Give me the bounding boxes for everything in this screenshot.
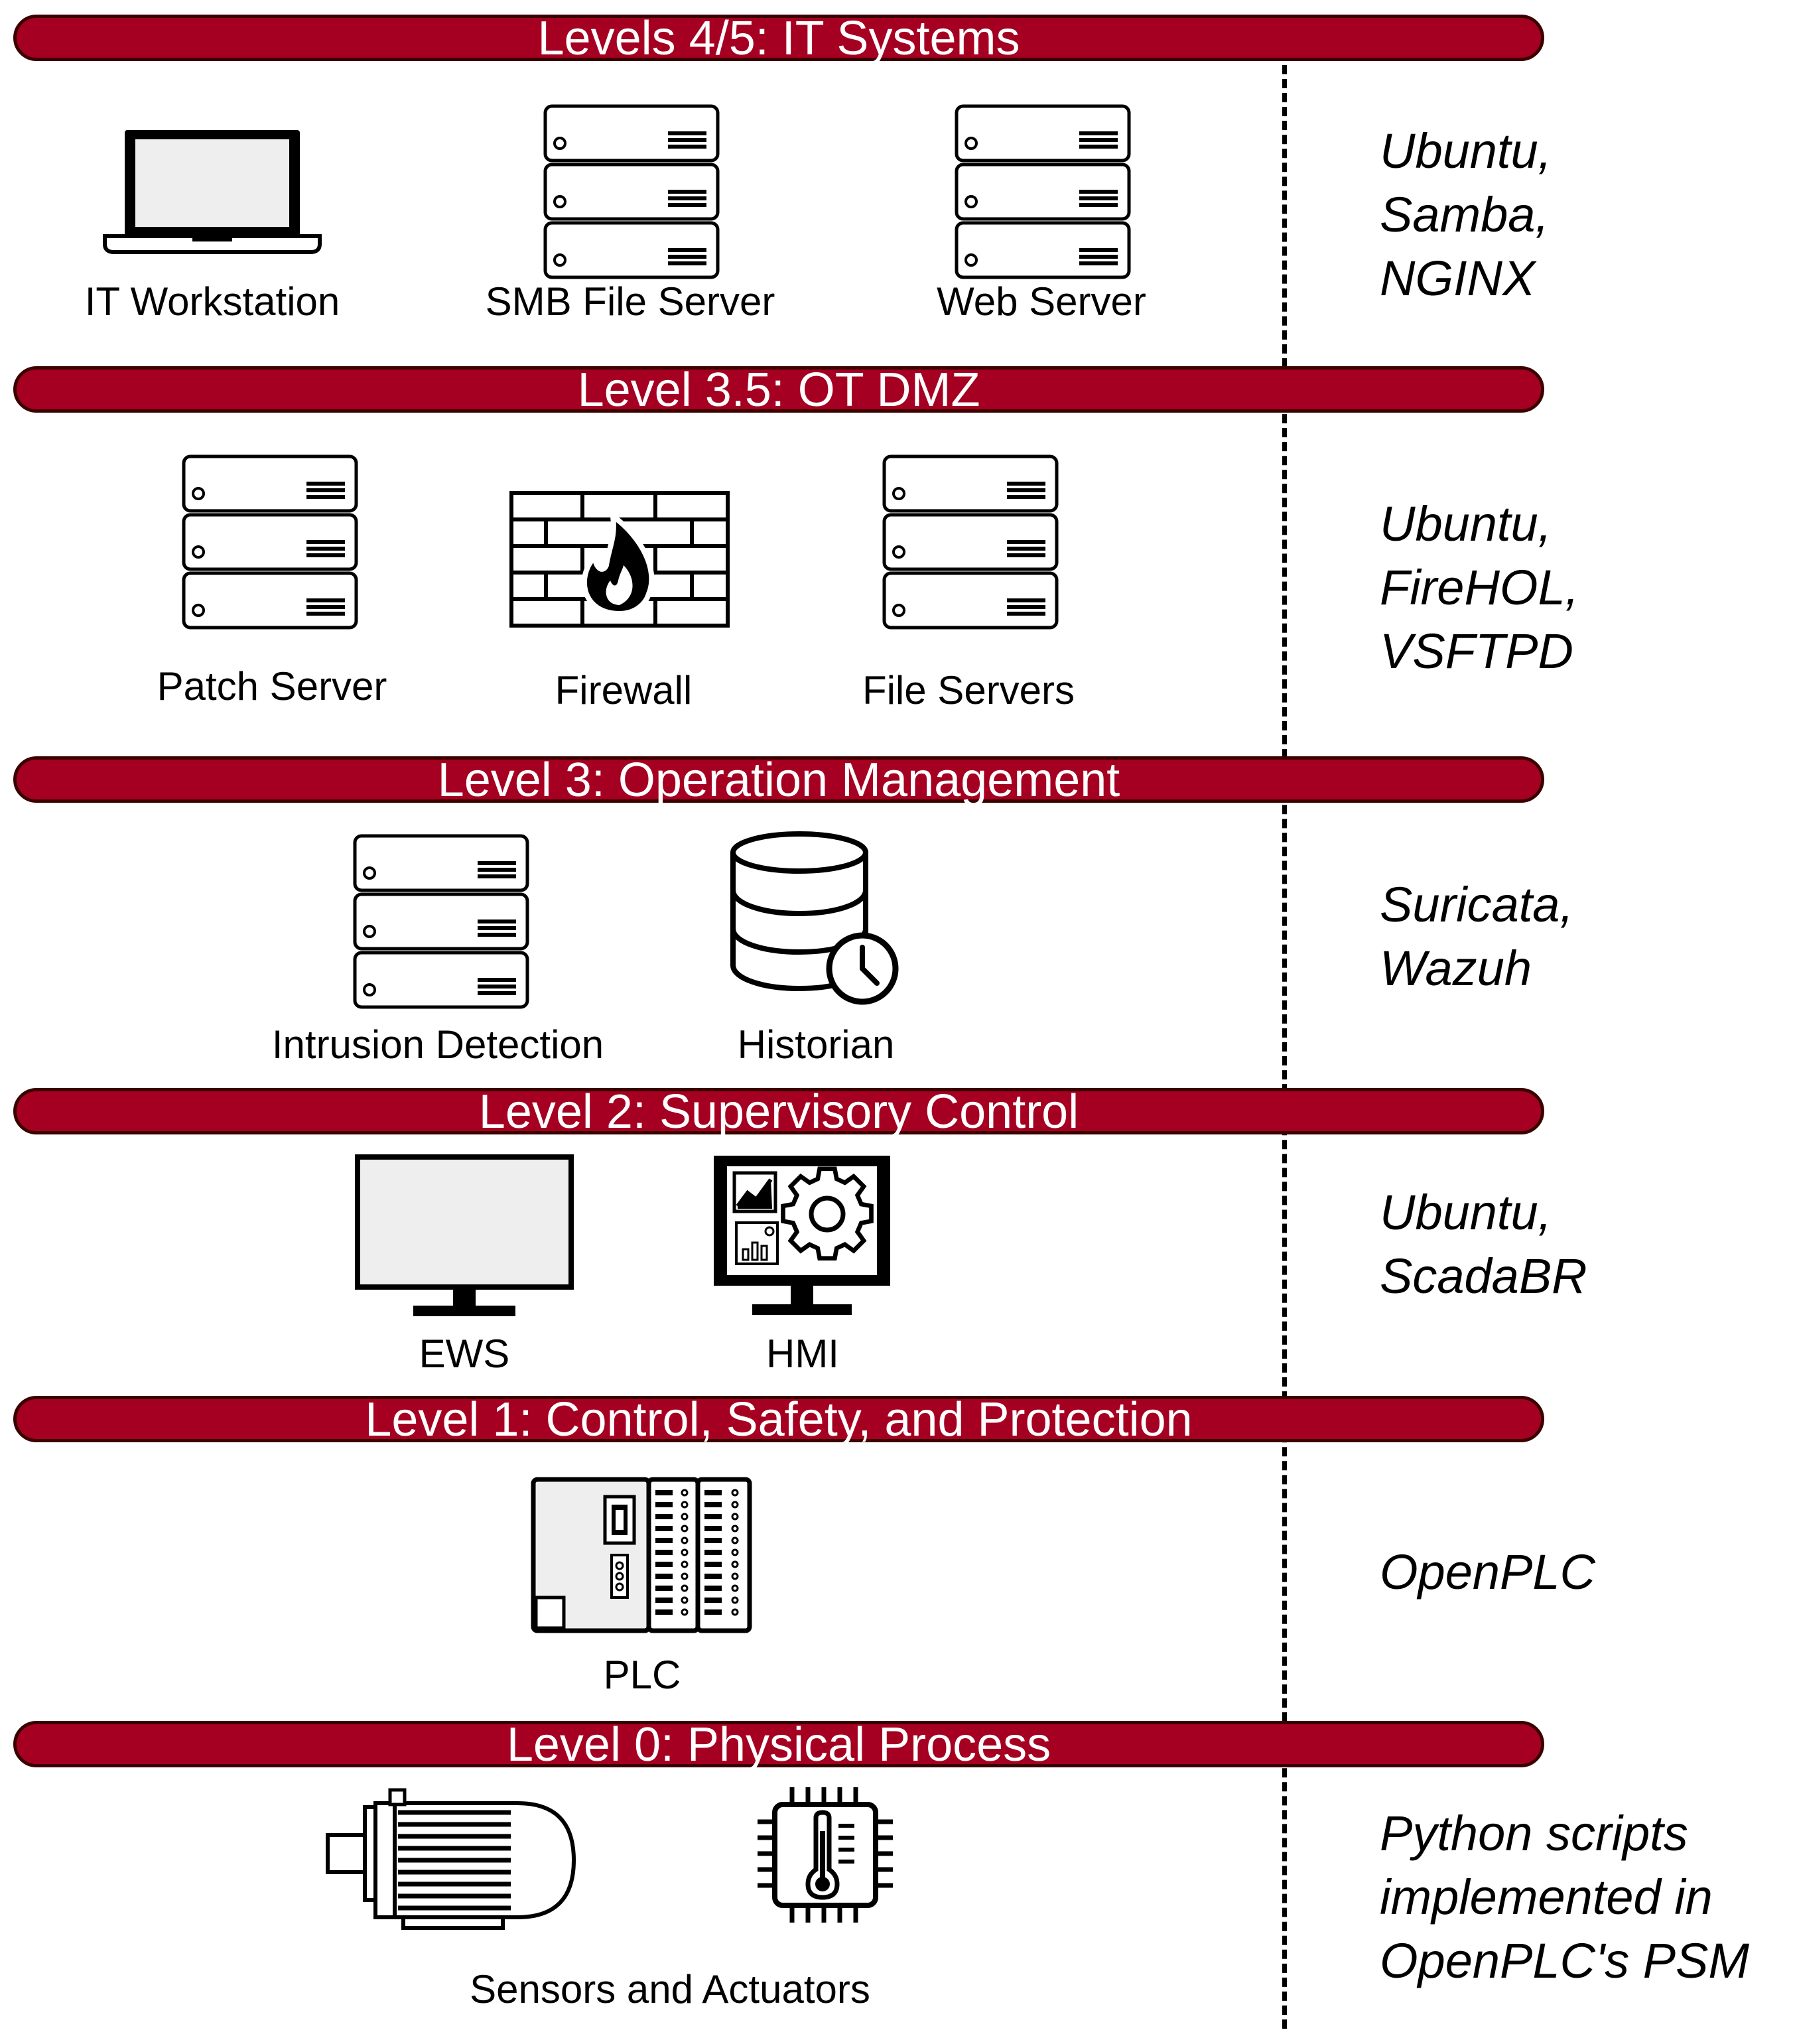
level-band-4-5: Levels 4/5: IT Systems	[13, 15, 1544, 62]
device-label-patch-server: Patch Server	[157, 664, 387, 709]
device-label-historian: Historian	[737, 1022, 895, 1067]
plc-icon	[531, 1477, 752, 1633]
device-label-ews: EWS	[419, 1331, 510, 1376]
software-stack-level-0: Python scripts implemented in OpenPLC's …	[1380, 1806, 1750, 1988]
server-icon	[955, 105, 1130, 279]
level-band-2: Level 2: Supervisory Control	[13, 1088, 1544, 1136]
device-label-sensors-and-actuators: Sensors and Actuators	[470, 1967, 870, 2011]
device-label-file-servers: File Servers	[862, 668, 1075, 713]
device-label-plc: PLC	[603, 1653, 681, 1697]
temperature-sensor-chip-icon	[758, 1787, 893, 1923]
device-label-hmi: HMI	[766, 1331, 839, 1376]
device-label-smb-file-server: SMB File Server	[485, 279, 775, 324]
software-stack-level-3: Suricata, Wazuh	[1380, 877, 1574, 996]
software-stack-level-4-5: Ubuntu, Samba, NGINX	[1380, 123, 1552, 306]
level-band-3-5: Level 3.5: OT DMZ	[13, 366, 1544, 414]
firewall-icon	[509, 491, 730, 628]
server-icon	[883, 455, 1058, 629]
level-band-0: Level 0: Physical Process	[13, 1721, 1544, 1769]
device-label-web-server: Web Server	[937, 279, 1146, 324]
database-clock-icon	[730, 831, 899, 1005]
software-stack-level-3-5: Ubuntu, FireHOL, VSFTPD	[1380, 496, 1579, 679]
monitor-icon	[355, 1154, 574, 1316]
laptop-icon	[103, 130, 322, 254]
level-band-3: Level 3: Operation Management	[13, 756, 1544, 804]
device-label-it-workstation: IT Workstation	[84, 279, 340, 324]
server-icon	[544, 105, 719, 279]
server-icon	[182, 455, 358, 629]
level-band-1: Level 1: Control, Safety, and Protection	[13, 1396, 1544, 1444]
device-label-firewall: Firewall	[555, 668, 693, 713]
software-stack-level-2: Ubuntu, ScadaBR	[1380, 1185, 1587, 1304]
vertical-divider	[1282, 65, 1287, 2029]
server-icon	[354, 835, 529, 1008]
hmi-icon	[714, 1156, 890, 1315]
motor-icon	[326, 1788, 576, 1930]
software-stack-level-1: OpenPLC	[1380, 1544, 1595, 1600]
device-label-intrusion-detection: Intrusion Detection	[271, 1022, 604, 1067]
